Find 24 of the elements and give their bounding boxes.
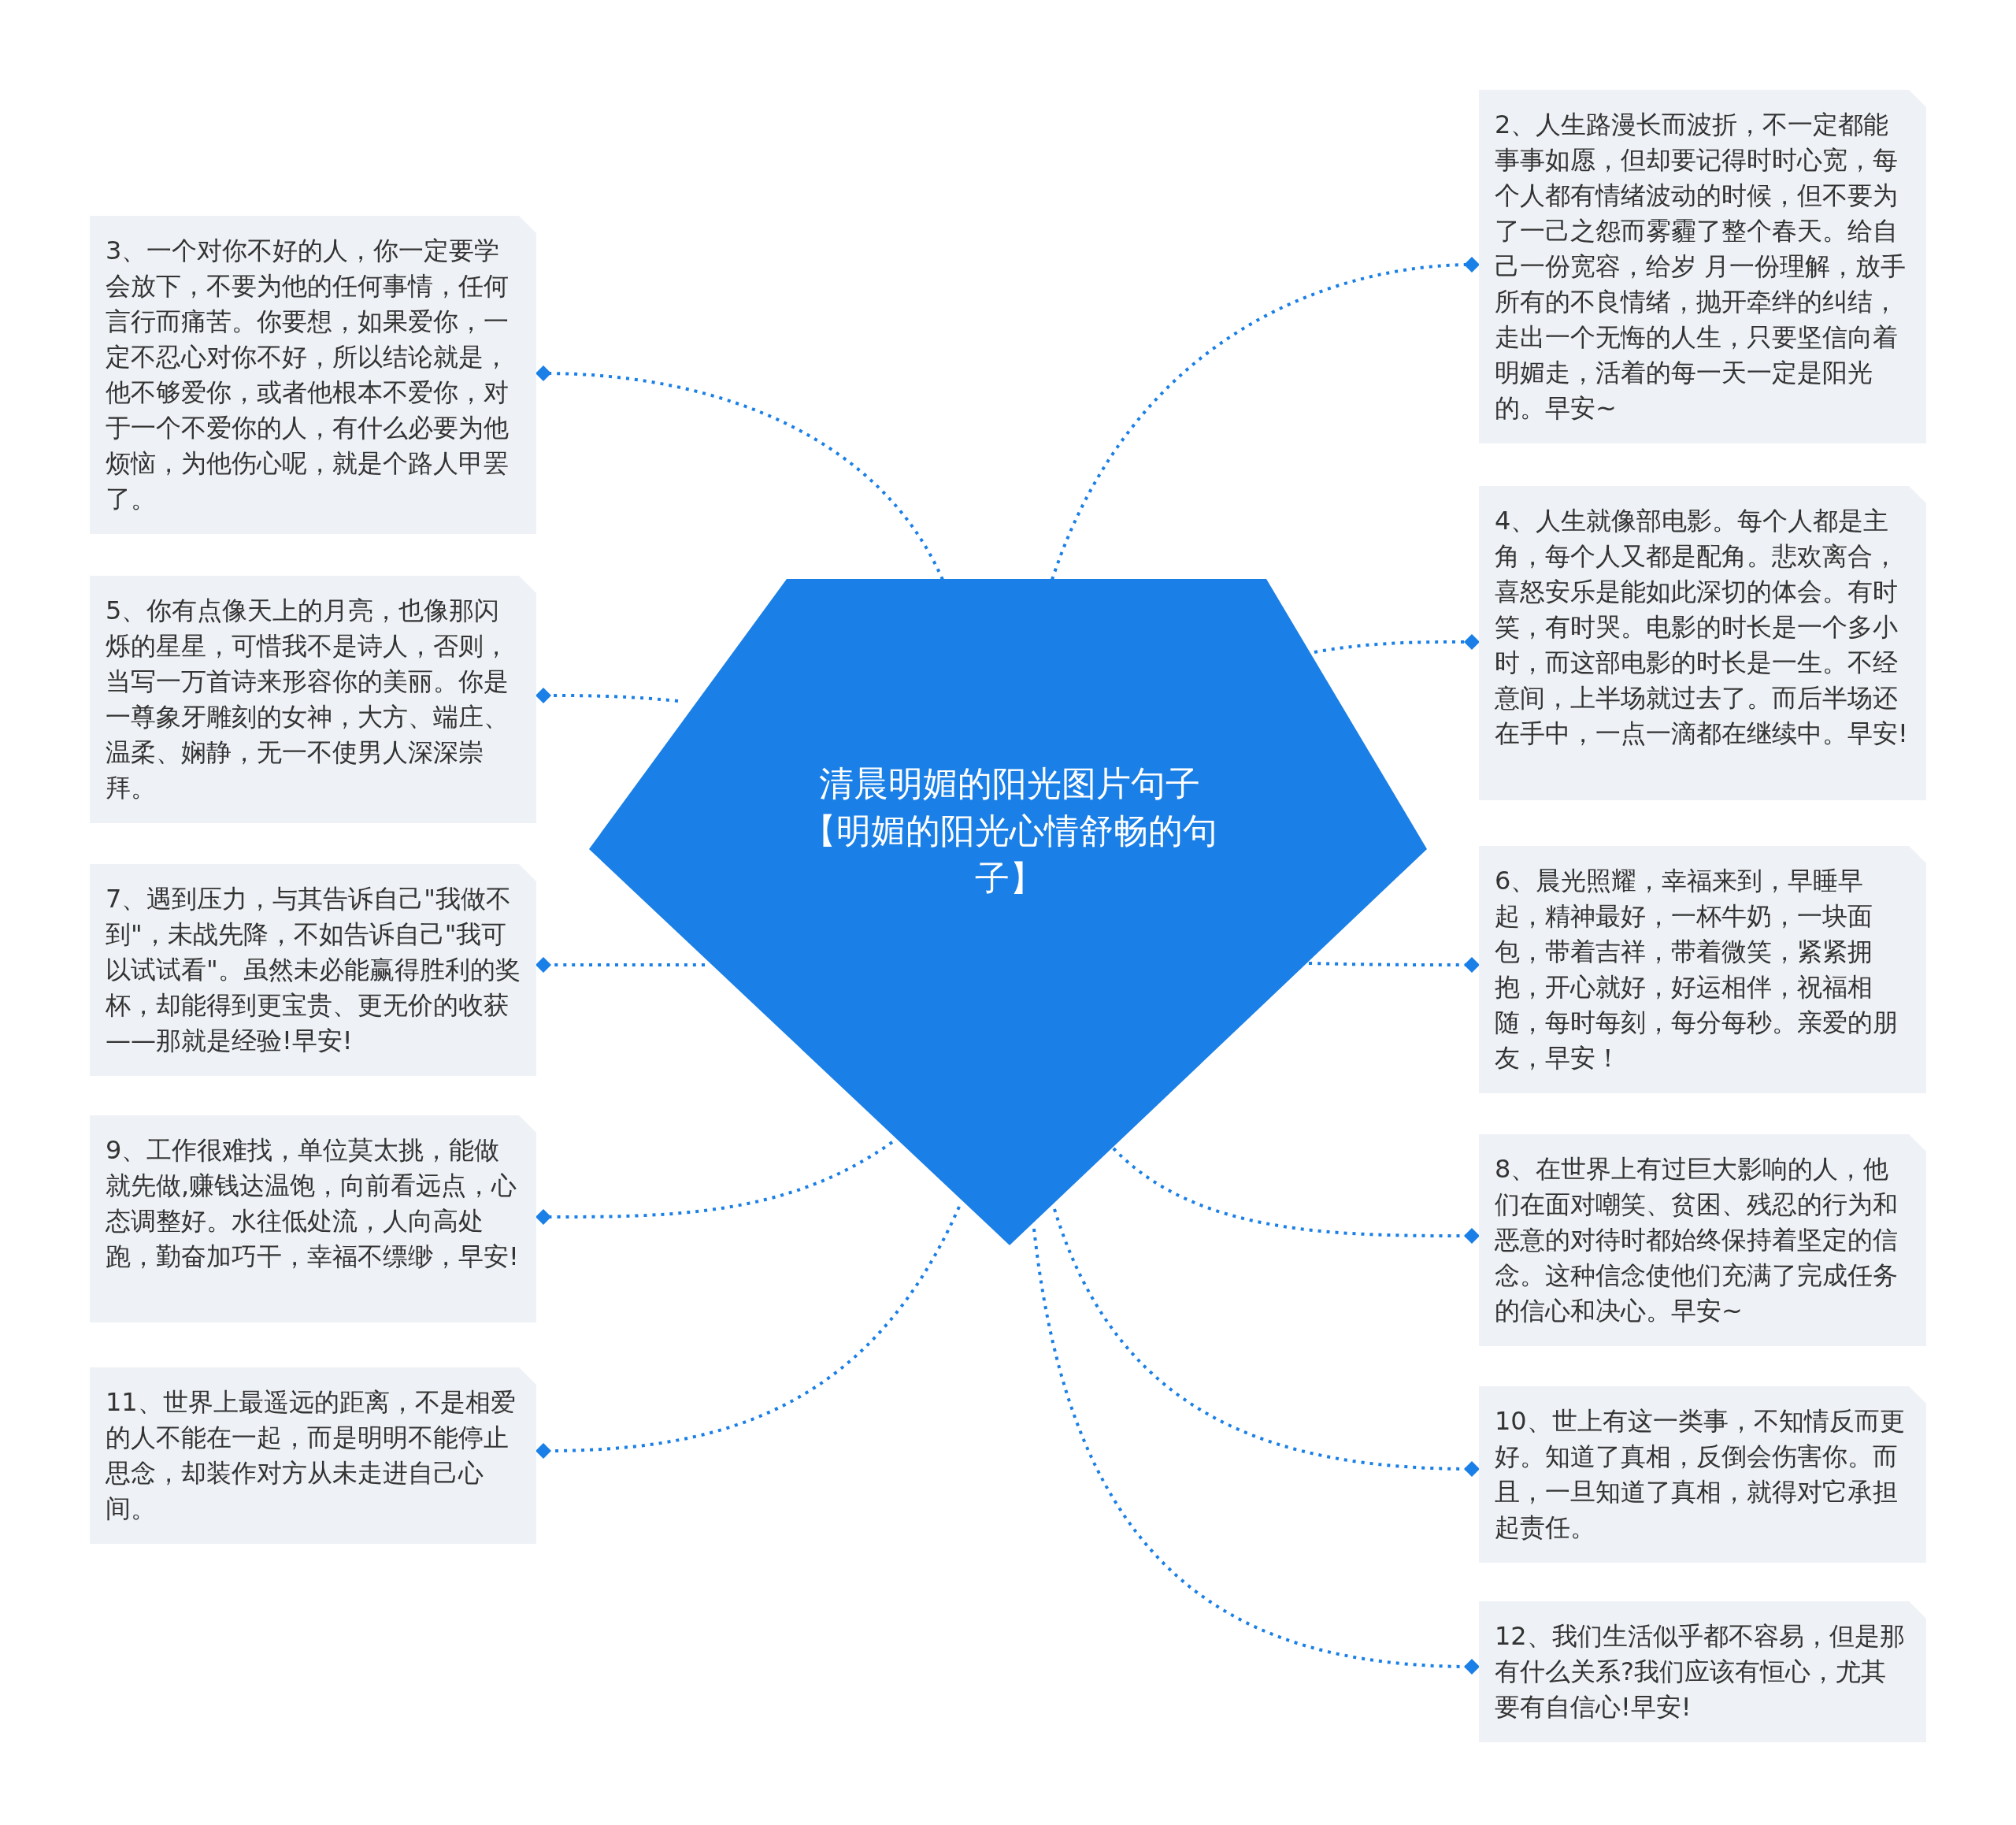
connector: [1032, 1228, 1480, 1675]
quote-card: 5、你有点像天上的月亮，也像那闪烁的星星，可惜我不是诗人，否则，当写一万首诗来形容你的美丽。你是一尊象牙雕刻的女神，大方、端庄、温柔、娴静，无一不使男人深深崇拜。: [90, 576, 536, 823]
connector: [1112, 1147, 1480, 1244]
connector: [536, 688, 679, 703]
connector: [536, 1141, 894, 1225]
quote-card: 7、遇到压力，与其告诉自己"我做不到"，未战先降，不如告诉自己"我可以试试看"。虽然未必能赢得胜利的奖杯，却能得到更宝贵、更无价的收获 ——那就是经验!早安!: [90, 864, 536, 1076]
quote-card: 3、一个对你不好的人，你一定要学会放下，不要为他的任何事情，任何言行而痛苦。你要想，如果爱你，一定不忍心对你不好，所以结论就是，他不够爱你，或者他根本不爱你，对于一个不爱你的人，有什么必要为他烦恼，为他伤心呢，就是个路人甲罢了。: [90, 216, 536, 534]
connector: [536, 1206, 961, 1459]
connector: [1314, 634, 1480, 654]
quote-card: 2、人生路漫长而波折，不一定都能事事如愿，但却要记得时时心宽，每个人都有情绪波动的时候，但不要为了一己之怨而雾霾了整个春天。给自己一份宽容，给岁 月一份理解，放手所有的不良情绪，抛开牵绊的纠结，走出一个无悔的人生，只要坚信向着明媚走，活着的每一天一定是阳光的。早安~: [1479, 90, 1926, 443]
quote-card: 12、我们生活似乎都不容易，但是那有什么关系?我们应该有恒心，尤其要有自信心!早安!: [1479, 1601, 1926, 1742]
quote-card: 4、人生就像部电影。每个人都是主角，每个人又都是配角。悲欢离合，喜怒安乐是能如此深切的体会。有时笑，有时哭。电影的时长是一个多小时，而这部电影的时长是一生。不经意间，上半场就过去了。而后半场还在手中，一点一滴都在继续中。早安!: [1479, 486, 1926, 800]
topic-title: 清晨明媚的阳光图片句子【明媚的阳光心情舒畅的句子】: [801, 762, 1218, 900]
quote-card: 10、世上有这一类事，不知情反而更好。知道了真相，反倒会伤害你。而且，一旦知道了真相，就得对它承担起责任。: [1479, 1386, 1926, 1563]
quote-card: 8、在世界上有过巨大影响的人，他们在面对嘲笑、贫困、残忍的行为和恶意的对待时都始终保持着坚定的信念。这种信念使他们充满了完成任务的信心和决心。早安~: [1479, 1134, 1926, 1346]
connector: [536, 365, 944, 581]
quote-card: 11、世界上最遥远的距离，不是相爱的人不能在一起，而是明明不能停止思念，却装作对方从未走进自己心间。: [90, 1367, 536, 1544]
connector: [1053, 1208, 1480, 1477]
connector: [536, 957, 705, 973]
connector: [1051, 257, 1480, 581]
quote-card: 6、晨光照耀，幸福来到，早睡早起，精神最好，一杯牛奶，一块面包，带着吉祥，带着微笑，紧紧拥抱，开心就好，好运相伴，祝福相随，每时每刻，每分每秒。亲爱的朋友，早安！: [1479, 846, 1926, 1093]
quote-card: 9、工作很难找，单位莫太挑，能做就先做,赚钱达温饱，向前看远点，心态调整好。水往低处流，人向高处跑，勤奋加巧干，幸福不缥缈，早安!: [90, 1115, 536, 1322]
pentagon-shape: [589, 579, 1427, 1245]
connector: [1308, 957, 1480, 973]
